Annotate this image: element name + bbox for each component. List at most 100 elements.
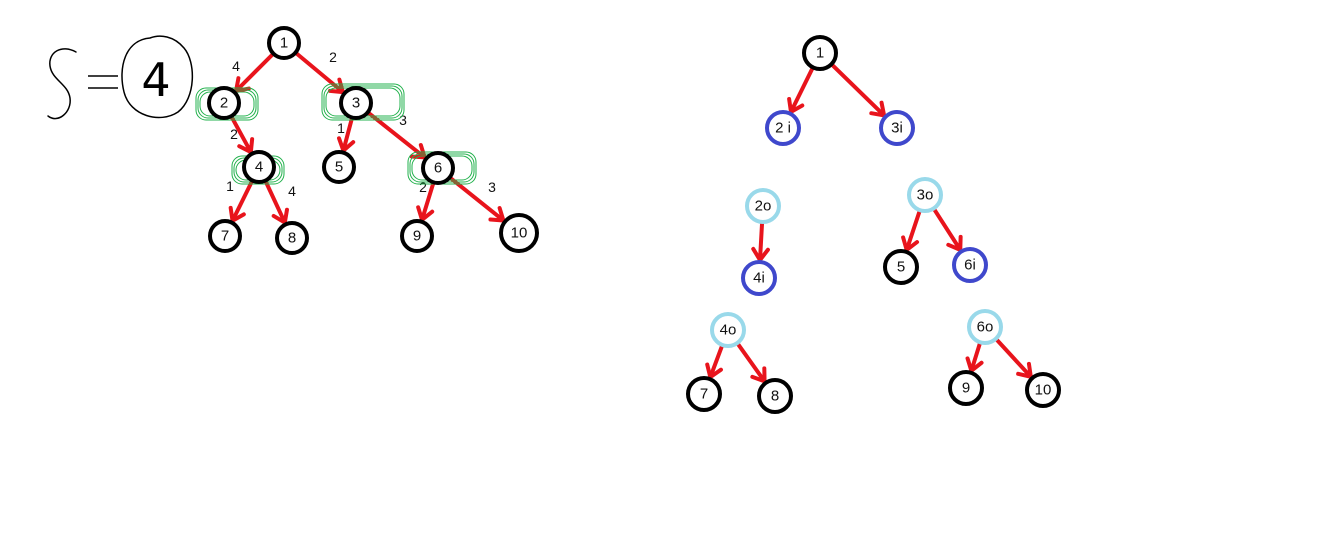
- right-node-r3i: 3i: [879, 110, 915, 146]
- left-node-6-label: 6: [434, 160, 442, 177]
- right-edge-r6o-r9: [965, 340, 984, 373]
- right-node-r4o: 4o: [710, 312, 746, 348]
- edge-weight-3-5: 1: [337, 120, 345, 136]
- edge-weight-4-8: 4: [288, 183, 296, 199]
- right-node-r3o-circle: [907, 177, 943, 213]
- edge-weight-6-9: 2: [419, 179, 427, 195]
- right-node-r7: 7: [686, 376, 722, 412]
- left-node-10-circle: [499, 213, 539, 253]
- edge-2-4: [229, 114, 255, 155]
- left-node-4-label: 4: [255, 159, 263, 176]
- right-node-r4i: 4i: [741, 260, 777, 296]
- left-node-7: 7: [208, 219, 242, 253]
- left-tree-nodes: 1 2 3 4 5 6 7 8 9 10: [195, 26, 539, 255]
- right-edge-r1-r3i: [829, 62, 887, 118]
- edge-weight-4-7: 1: [226, 178, 234, 194]
- s-equals-annotation: S = 4: [0, 0, 194, 120]
- right-node-r9-label: 9: [962, 380, 970, 397]
- right-node-r4i-circle: [741, 260, 777, 296]
- right-tree-nodes: 1 2 i 3i 2o 3o 4i 5 6i 4o 6o 7 8 9 10: [686, 35, 1061, 414]
- right-node-r1-label: 1: [816, 45, 824, 62]
- left-node-4-circle: [242, 150, 276, 184]
- left-node-6: 6: [421, 151, 455, 185]
- left-node-2-circle: [207, 86, 241, 120]
- value-text: 4: [141, 53, 170, 107]
- right-node-r10: 10: [1025, 372, 1061, 408]
- right-node-r9: 9: [948, 370, 984, 406]
- right-node-r6o-circle: [967, 309, 1003, 345]
- edge-4-8: [263, 178, 289, 225]
- right-node-r5-circle: [883, 249, 919, 285]
- right-node-r4o-label: 4o: [720, 322, 737, 339]
- left-node-8-circle: [275, 221, 309, 255]
- right-node-r8: 8: [757, 378, 793, 414]
- equals-symbol-text: =: [0, 0, 1, 1]
- right-edge-r2o-r4i: [751, 219, 770, 263]
- left-node-5: 5: [322, 150, 356, 184]
- left-node-3-label: 3: [352, 95, 360, 112]
- right-edge-r4o-r8: [735, 341, 767, 384]
- right-node-r6o-label: 6o: [977, 319, 994, 336]
- right-node-r9-circle: [948, 370, 984, 406]
- left-node-6-circle: [421, 151, 455, 185]
- left-node-9-circle: [400, 219, 434, 253]
- edge-3-6: [365, 110, 427, 160]
- left-node-5-label: 5: [335, 159, 343, 176]
- edge-weight-3-6: 3: [399, 112, 407, 128]
- right-node-r3o-label: 3o: [917, 187, 934, 204]
- left-node-1-circle: [267, 26, 301, 60]
- right-node-r3i-circle: [879, 110, 915, 146]
- right-edge-r3o-r6i: [931, 206, 963, 252]
- right-node-r7-label: 7: [700, 386, 708, 403]
- left-node-8: 8: [275, 221, 309, 255]
- right-node-r2i: 2 i: [765, 110, 801, 146]
- right-node-r2i-label: 2 i: [775, 120, 791, 137]
- right-node-r6o: 6o: [967, 309, 1003, 345]
- right-node-r7-circle: [686, 376, 722, 412]
- left-node-3-circle: [339, 86, 373, 120]
- right-node-r5-label: 5: [897, 259, 905, 276]
- right-node-r3i-label: 3i: [891, 120, 903, 137]
- right-node-r6i: 6i: [952, 247, 988, 283]
- right-node-r5: 5: [883, 249, 919, 285]
- right-node-r1-circle: [802, 35, 838, 71]
- left-node-7-label: 7: [221, 228, 229, 245]
- left-node-1-label: 1: [280, 35, 288, 52]
- right-node-r2o: 2o: [745, 188, 781, 224]
- right-node-r2i-circle: [765, 110, 801, 146]
- left-node-5-circle: [322, 150, 356, 184]
- right-node-r4i-label: 4i: [753, 270, 765, 287]
- left-node-3: 3: [339, 86, 373, 120]
- left-node-8-label: 8: [288, 230, 296, 247]
- value-circle: [121, 35, 194, 119]
- edge-weight-1-3: 2: [329, 49, 337, 65]
- right-node-r10-circle: [1025, 372, 1061, 408]
- left-node-9: 9: [400, 219, 434, 253]
- right-node-r10-label: 10: [1035, 382, 1052, 399]
- left-node-7-circle: [208, 219, 242, 253]
- right-edge-r3o-r5: [901, 208, 922, 252]
- left-node-9-label: 9: [413, 228, 421, 245]
- right-node-r2o-circle: [745, 188, 781, 224]
- right-edge-r1-r2i: [787, 65, 815, 114]
- left-node-1: 1: [267, 26, 301, 60]
- edge-weight-1-2: 4: [232, 58, 240, 74]
- right-edge-r6o-r10: [993, 336, 1033, 379]
- edge-4-7: [228, 178, 255, 223]
- edge-weight-6-10: 3: [488, 179, 496, 195]
- edge-weight-2-4: 2: [230, 126, 238, 142]
- left-node-10: 10: [499, 213, 539, 253]
- right-node-r3o: 3o: [907, 177, 943, 213]
- right-edge-r4o-r7: [705, 342, 725, 380]
- edge-1-2: [234, 51, 276, 93]
- right-node-r6i-circle: [952, 247, 988, 283]
- s-glyph: [47, 48, 77, 120]
- right-node-r4o-circle: [710, 312, 746, 348]
- left-node-2: 2: [207, 86, 241, 120]
- right-node-r2o-label: 2o: [755, 198, 772, 215]
- right-node-r8-circle: [757, 378, 793, 414]
- left-node-10-label: 10: [511, 225, 528, 242]
- left-node-4: 4: [242, 150, 276, 184]
